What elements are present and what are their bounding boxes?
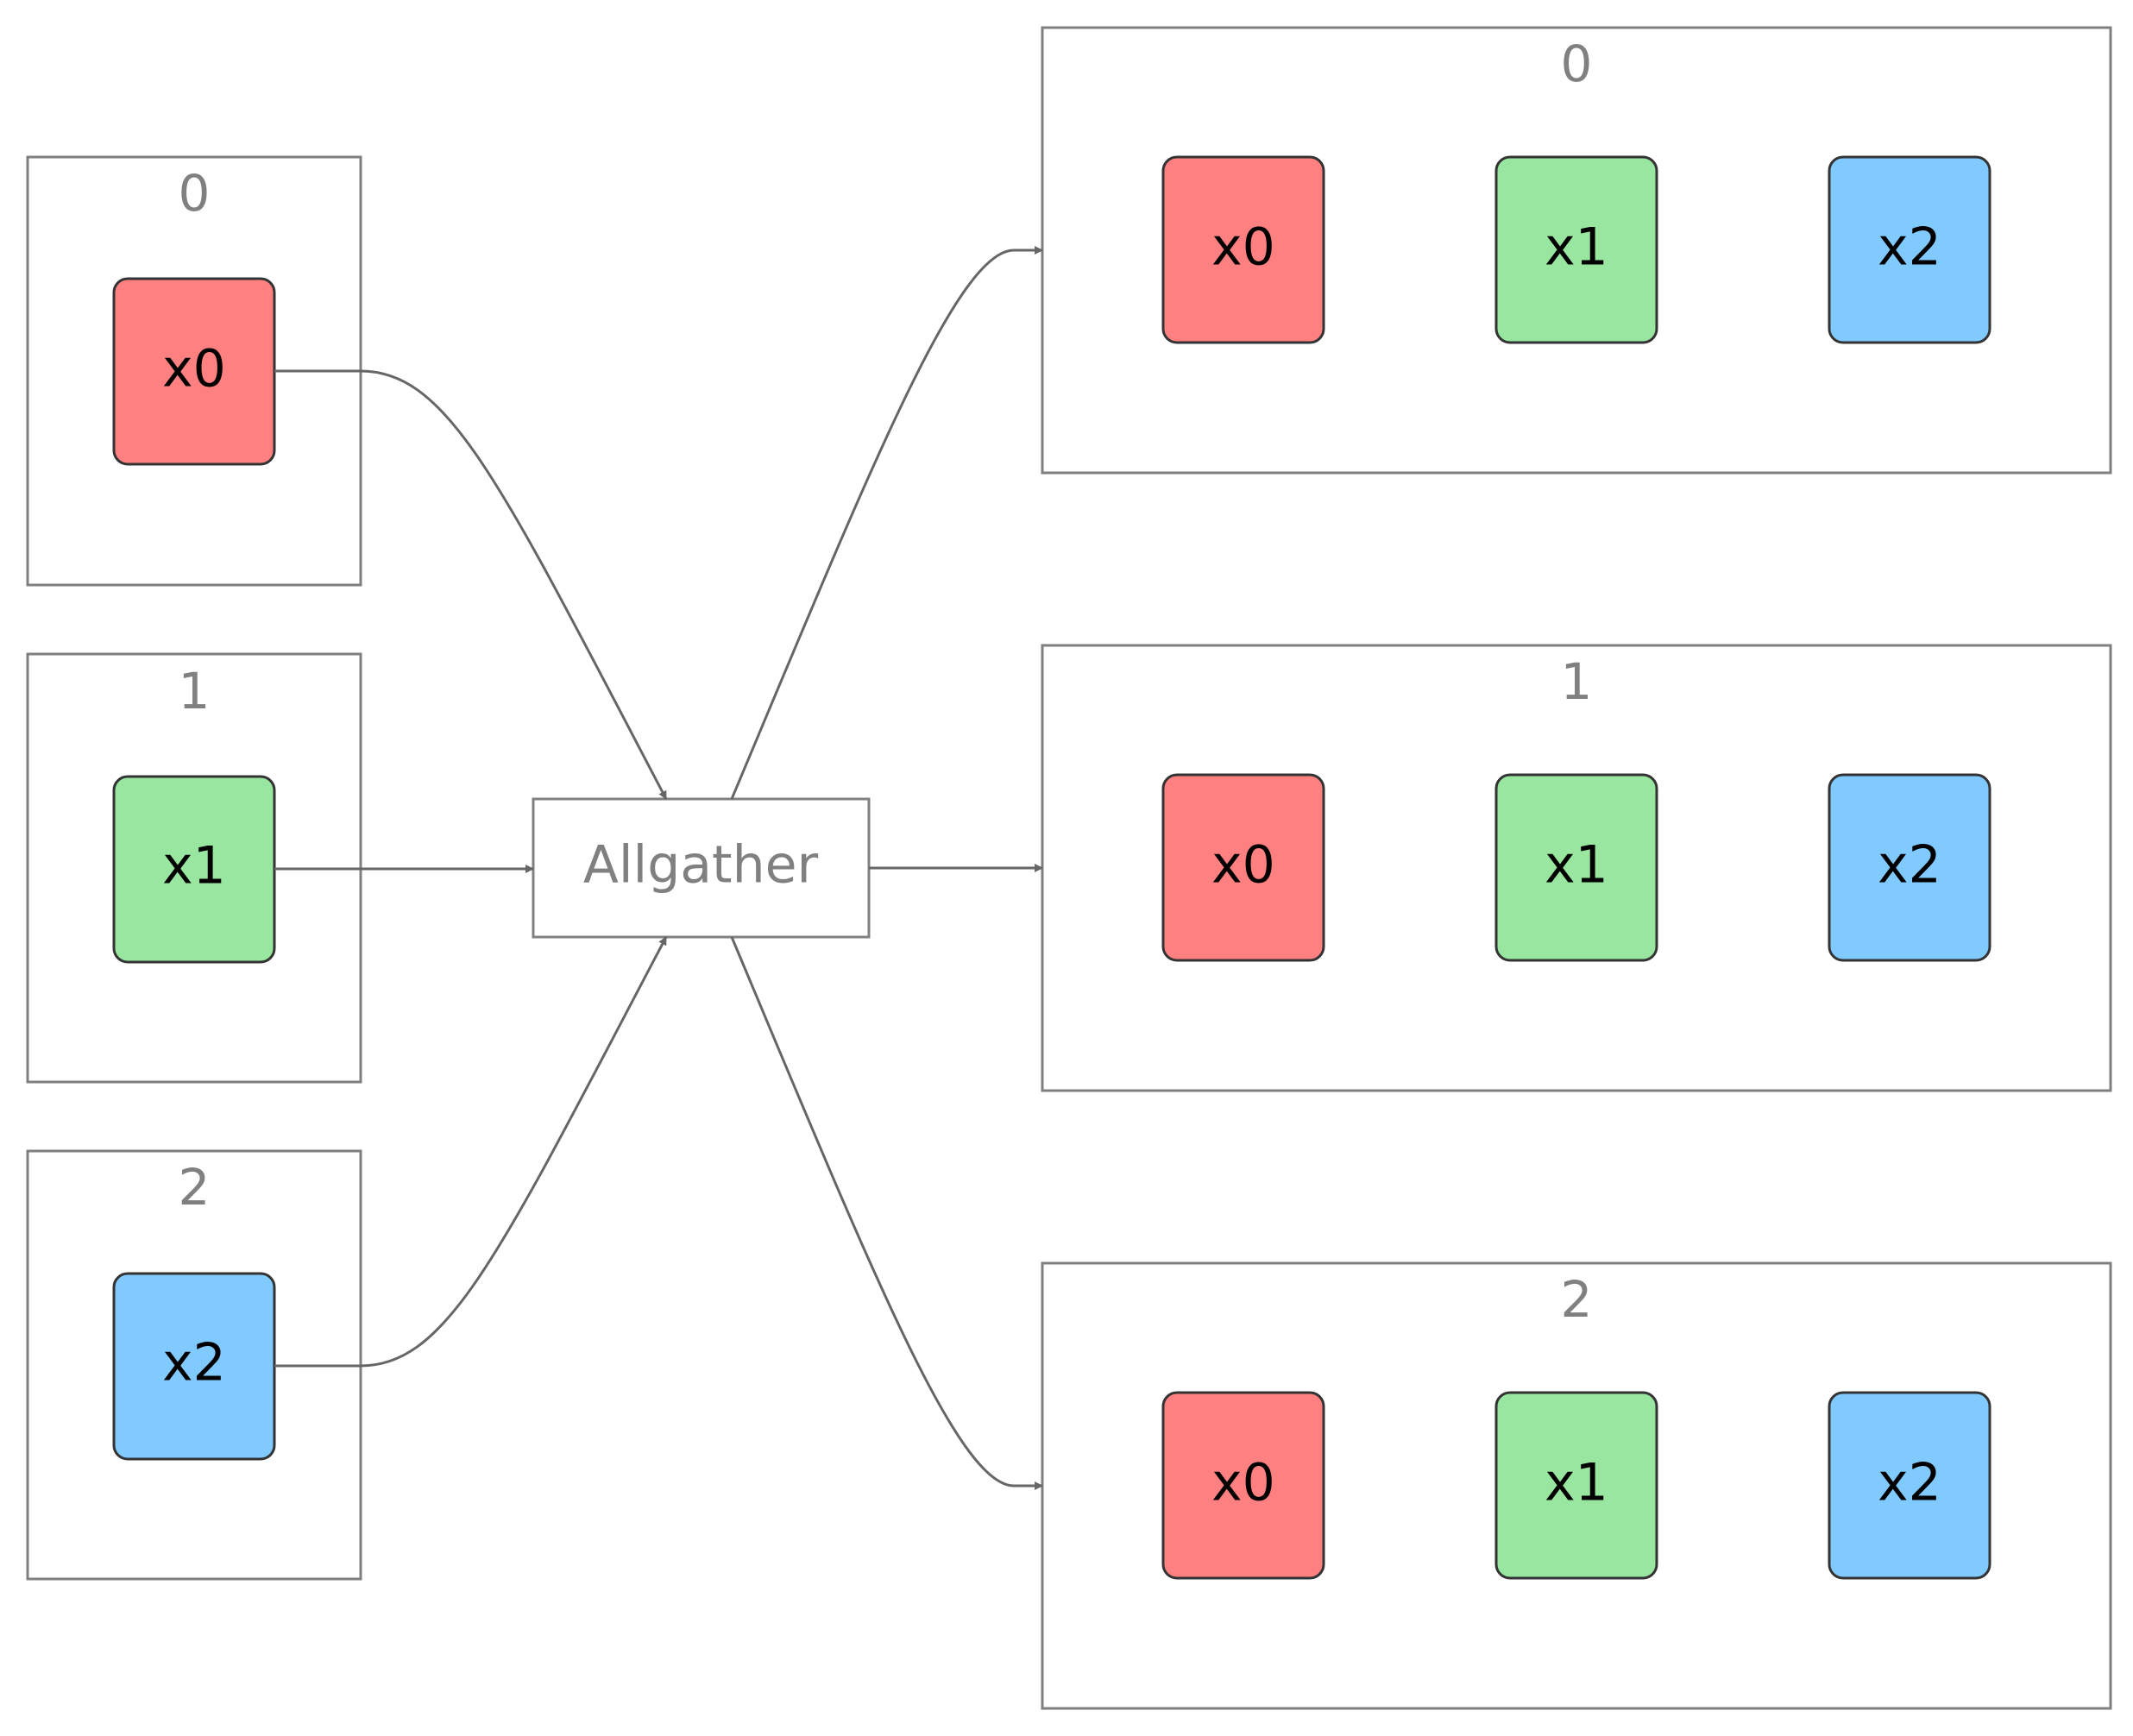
allgather-node: Allgather [532,797,871,939]
output-group-2: 2 x0 x1 x2 [1041,1261,2112,1710]
edge-allgather-to-output-2 [730,936,1043,1490]
output-2-node-x0-label: x0 [1211,1453,1275,1513]
input-group-2: 2 x2 [26,1149,362,1581]
output-0-node-x0-box [1161,155,1325,344]
output-2-node-x2-label: x2 [1878,1453,1941,1513]
output-2-node-x1-box [1494,1391,1658,1580]
edge-x2-to-allgather [274,936,668,1368]
output-1-node-x2-label: x2 [1878,835,1941,896]
output-group-2-label: 2 [1561,1270,1593,1329]
output-group-1-label: 1 [1561,652,1593,711]
output-0-node-x1-label: x1 [1545,217,1608,278]
output-group-0-label: 0 [1561,35,1593,93]
output-1-node-x1-box [1494,773,1658,962]
output-1-node-x0-box [1161,773,1325,962]
output-0-node-x2-box [1828,155,1991,344]
input-group-0-label: 0 [179,164,211,223]
output-1-node-x2-box [1828,773,1991,962]
output-2-node-x1-label: x1 [1545,1453,1608,1513]
input-node-0-label: x0 [162,339,226,399]
output-0-node-x1-box [1494,155,1658,344]
input-node-2-label: x2 [162,1333,226,1393]
output-0-node-x0-label: x0 [1211,217,1275,278]
output-group-1: 1 x0 x1 x2 [1041,644,2112,1092]
input-node-1-label: x1 [162,836,226,896]
input-group-1-label: 1 [179,662,211,720]
input-group-2-label: 2 [179,1158,211,1217]
output-1-node-x0-label: x0 [1211,835,1275,896]
output-2-node-x0-box [1161,1391,1325,1580]
allgather-label: Allgather [583,835,819,896]
output-0-node-x2-label: x2 [1878,217,1941,278]
edge-allgather-to-output-0 [730,246,1043,800]
output-group-0: 0 x0 x1 x2 [1041,26,2112,475]
output-1-node-x1-label: x1 [1545,835,1608,896]
edge-x0-to-allgather [274,369,668,800]
output-2-node-x2-box [1828,1391,1991,1580]
